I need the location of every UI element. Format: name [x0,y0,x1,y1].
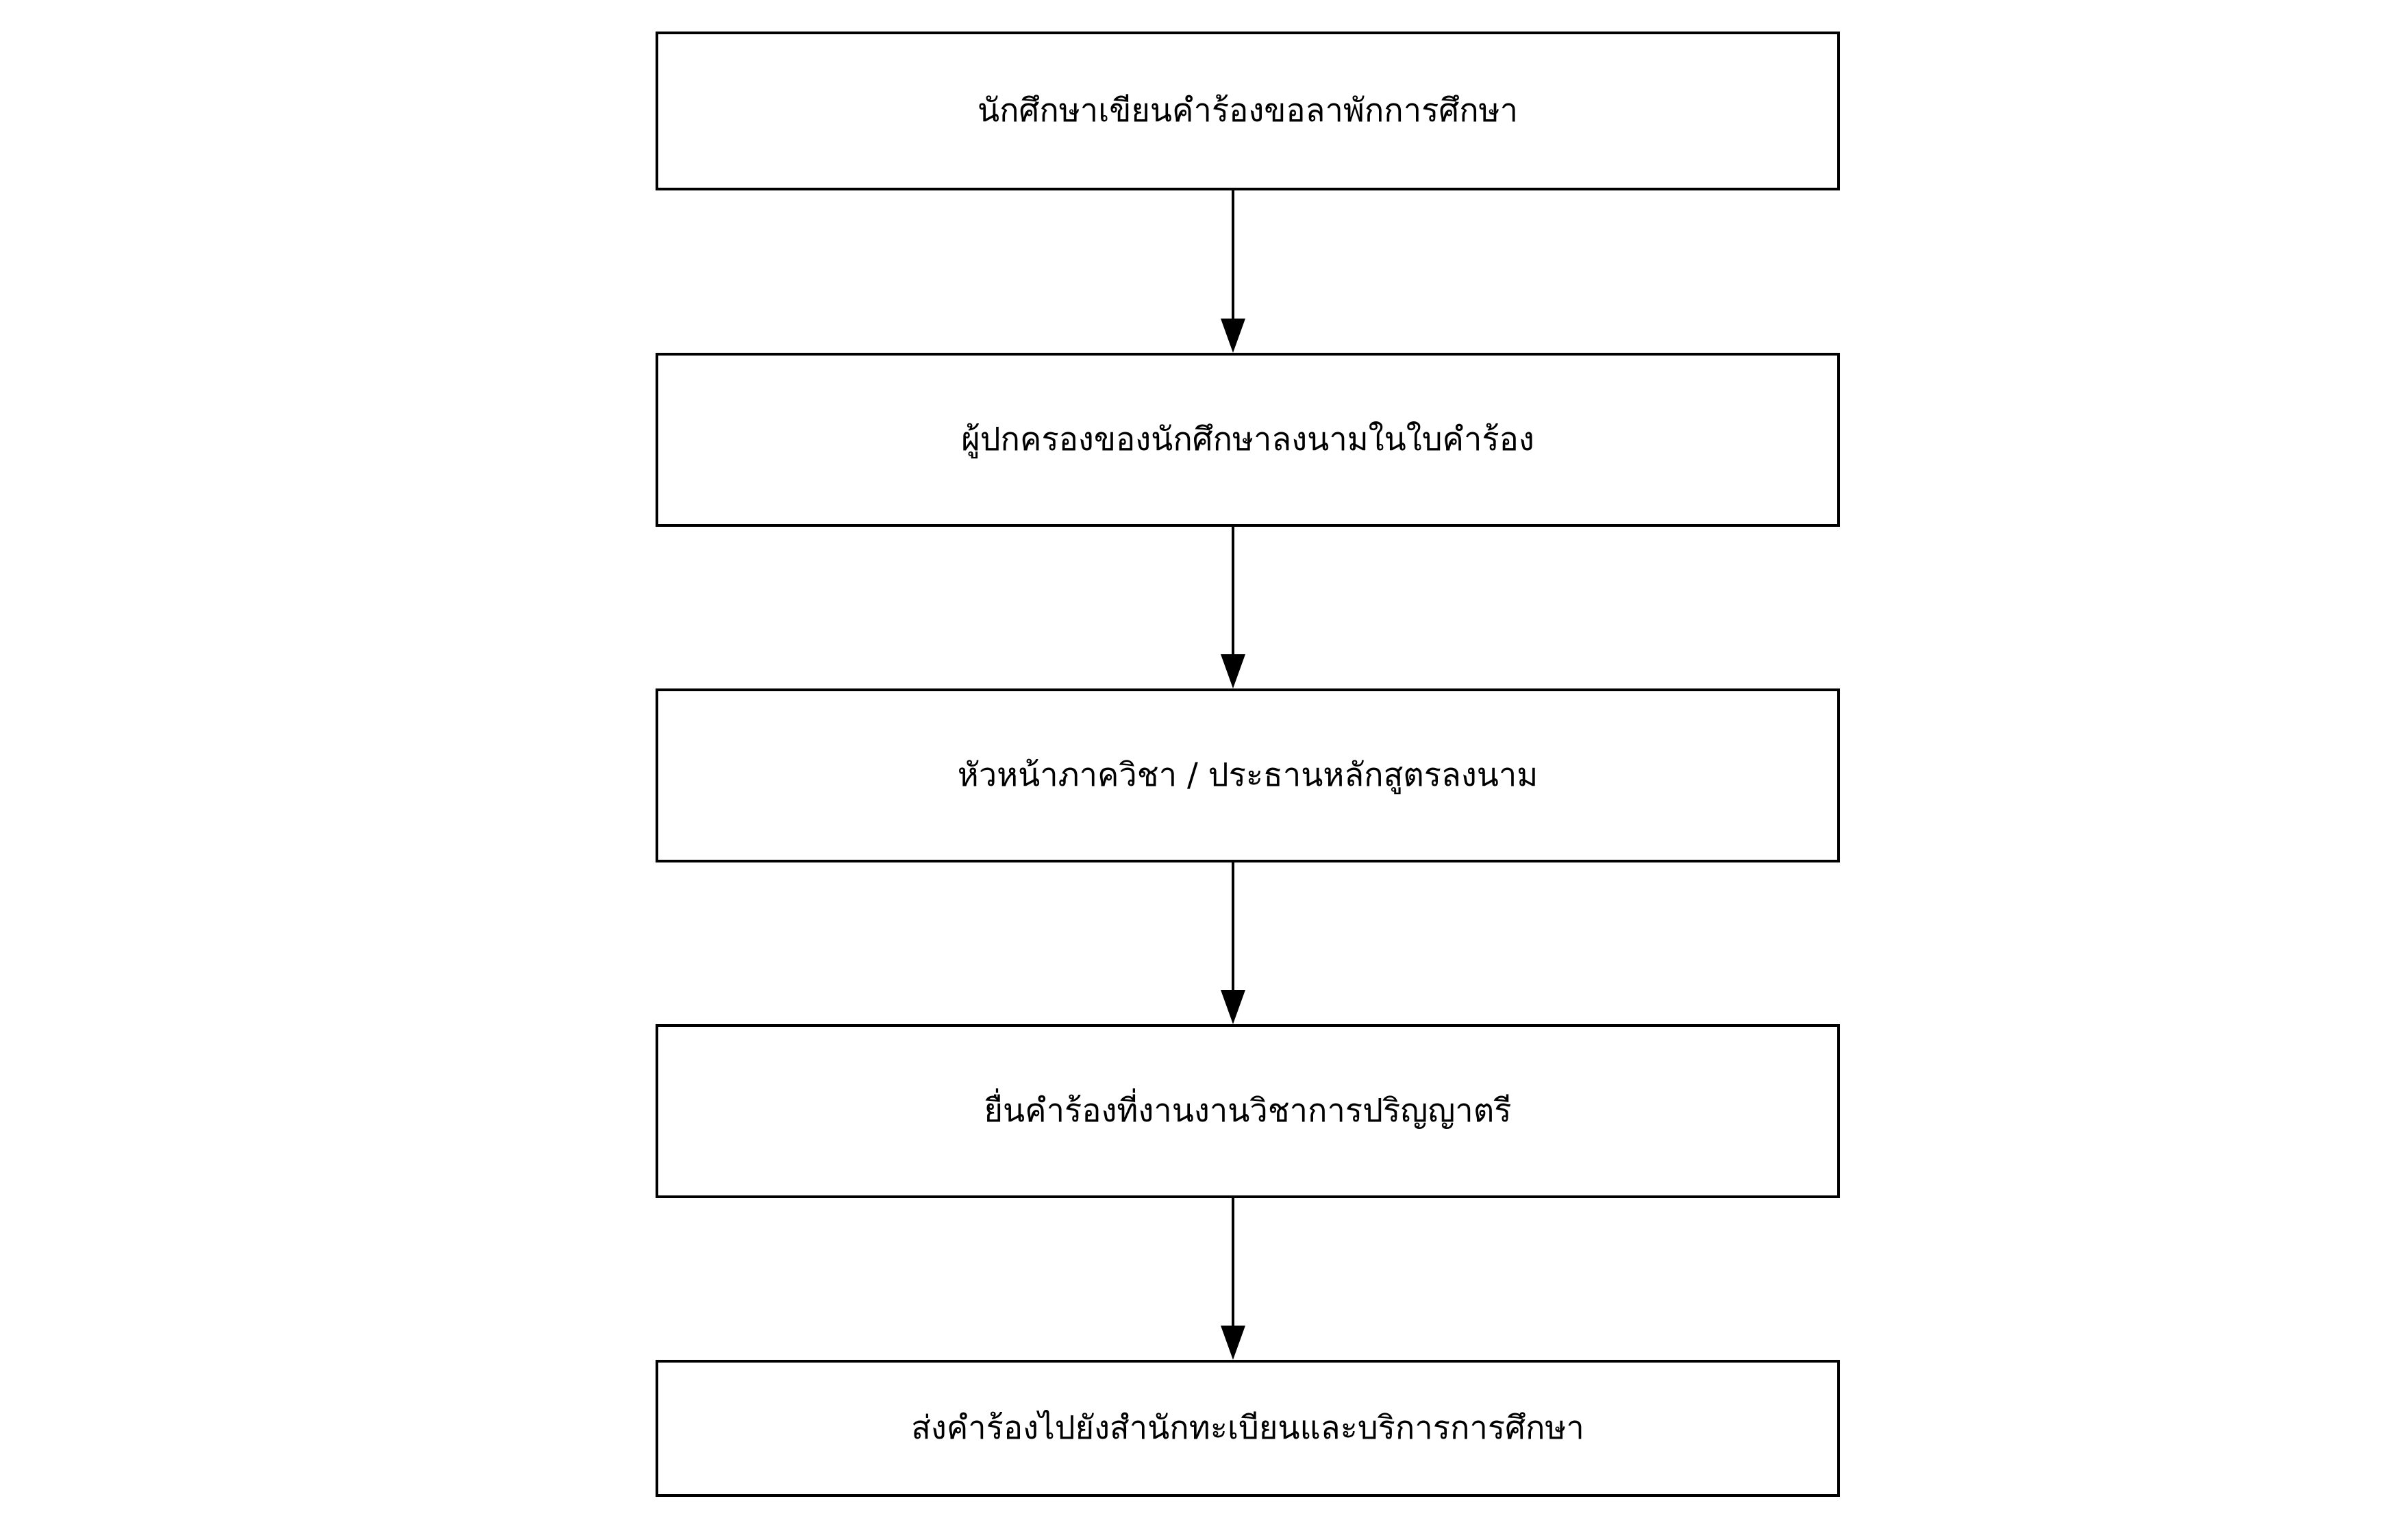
arrow-shaft [1232,527,1234,654]
flow-node-3-label: หัวหน้าภาควิชา / ประธานหลักสูตรลงนาม [957,756,1539,794]
arrowhead-down-icon [1221,990,1245,1024]
flow-node-4[interactable]: ยื่นคำร้องที่งานงานวิชาการปริญญาตรี [656,1024,1840,1198]
arrowhead-down-icon [1221,319,1245,353]
flow-node-5[interactable]: ส่งคำร้องไปยังสำนักทะเบียนและบริการการศึ… [656,1360,1840,1497]
flow-node-3[interactable]: หัวหน้าภาควิชา / ประธานหลักสูตรลงนาม [656,688,1840,862]
flow-node-2-label: ผู้ปกครองของนักศึกษาลงนามในใบคำร้อง [961,420,1534,458]
flow-node-2[interactable]: ผู้ปกครองของนักศึกษาลงนามในใบคำร้อง [656,353,1840,527]
arrow-shaft [1232,862,1234,990]
flow-node-1-label: นักศึกษาเขียนคำร้องขอลาพักการศึกษา [977,91,1519,129]
arrow-shaft [1232,190,1234,319]
flow-edge-1-arrow [1221,190,1245,353]
arrow-shaft [1232,1198,1234,1326]
arrowhead-down-icon [1221,654,1245,688]
flow-edge-4-arrow [1221,1198,1245,1360]
flow-node-5-label: ส่งคำร้องไปยังสำนักทะเบียนและบริการการศึ… [911,1408,1584,1447]
flow-node-4-label: ยื่นคำร้องที่งานงานวิชาการปริญญาตรี [984,1091,1512,1130]
flow-edge-3-arrow [1221,862,1245,1024]
flow-edge-2-arrow [1221,527,1245,688]
arrowhead-down-icon [1221,1326,1245,1360]
flow-node-1[interactable]: นักศึกษาเขียนคำร้องขอลาพักการศึกษา [656,32,1840,190]
